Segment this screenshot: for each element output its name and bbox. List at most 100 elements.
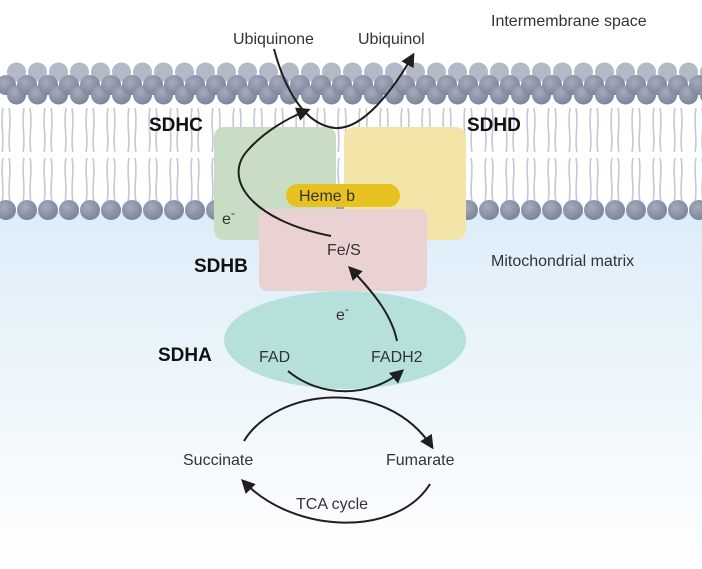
lipid-head <box>7 62 26 82</box>
lipid-tail <box>589 107 592 153</box>
lipid-head <box>668 200 688 220</box>
lipid-tail <box>596 157 599 203</box>
lipid-tail <box>190 107 193 153</box>
lipid-head <box>59 200 79 220</box>
lipid-head <box>563 200 583 220</box>
electron-charge: - <box>345 302 349 316</box>
fumarate-label: Fumarate <box>386 452 455 469</box>
ubiquinone-to-ubiquinol-arrow <box>273 48 415 130</box>
tca-cycle-arrow <box>241 478 431 524</box>
lipid-tail <box>526 157 529 203</box>
sdhc-label: SDHC <box>149 115 203 136</box>
lipid-tail <box>71 157 74 203</box>
lipid-head <box>0 200 16 220</box>
electron-transfer-fes-to-ubiquinone-arrow <box>237 107 332 237</box>
succinate-label: Succinate <box>183 452 253 469</box>
heme-b-label: Heme b <box>299 188 355 205</box>
lipid-tail <box>484 157 487 203</box>
lipid-tail <box>652 157 655 203</box>
lipid-head <box>91 62 110 82</box>
lipid-tail <box>470 157 473 203</box>
lipid-head <box>364 62 383 82</box>
lipid-head <box>112 62 131 82</box>
sdha-label: SDHA <box>158 345 212 366</box>
lipid-tail <box>169 157 172 203</box>
lipid-head <box>584 200 604 220</box>
lipid-tail <box>505 107 508 153</box>
fad-to-fadh2-arrow <box>287 369 405 393</box>
lipid-tail <box>638 157 641 203</box>
lipid-head <box>70 62 89 82</box>
lipid-head <box>626 200 646 220</box>
lipid-tail <box>526 107 529 153</box>
lipid-tail <box>22 107 25 153</box>
electron-transfer-fadh2-to-fes-arrow <box>348 265 398 342</box>
ubiquinone-label: Ubiquinone <box>233 31 314 48</box>
lipid-tail <box>85 157 88 203</box>
lipid-tail <box>680 157 683 203</box>
lipid-tail <box>610 157 613 203</box>
lipid-tail <box>8 107 11 153</box>
lipid-head <box>605 200 625 220</box>
lipid-head <box>196 62 215 82</box>
lipid-tail <box>148 157 151 203</box>
mitochondrial-matrix-label: Mitochondrial matrix <box>491 253 634 270</box>
lipid-head <box>280 62 299 82</box>
lipid-heads-upper-back <box>7 62 702 82</box>
tca-cycle-label: TCA cycle <box>296 496 368 513</box>
lipid-tail <box>680 107 683 153</box>
lipid-head <box>448 62 467 82</box>
lipid-tail <box>43 107 46 153</box>
lipid-tail <box>50 157 53 203</box>
lipid-head <box>122 200 142 220</box>
lipid-tail <box>694 107 697 153</box>
lipid-tail <box>113 157 116 203</box>
lipid-tail <box>176 107 179 153</box>
lipid-head <box>38 200 58 220</box>
lipid-tail <box>337 107 340 153</box>
electron-label-lower: e- <box>336 302 349 324</box>
sdhb-subunit <box>259 209 427 291</box>
lipid-tail <box>575 157 578 203</box>
lipid-head <box>479 200 499 220</box>
lipid-head <box>301 62 320 82</box>
lipid-tail <box>197 107 200 153</box>
lipid-head <box>689 75 702 95</box>
lipid-tail <box>505 157 508 203</box>
electron-label-upper: e- <box>222 206 235 228</box>
lipid-tail <box>29 157 32 203</box>
lipid-head <box>28 62 47 82</box>
lipid-head <box>647 200 667 220</box>
lipid-head <box>343 62 362 82</box>
lipid-tail <box>43 157 46 203</box>
lipid-tail <box>127 107 130 153</box>
electron-charge: - <box>231 206 235 220</box>
lipid-head <box>259 62 278 82</box>
lipid-head <box>17 200 37 220</box>
fadh2-label: FADH2 <box>371 349 423 366</box>
lipid-tail <box>610 107 613 153</box>
lipid-tail <box>148 107 151 153</box>
lipid-tail <box>596 107 599 153</box>
lipid-tail <box>589 157 592 203</box>
lipid-tail <box>673 157 676 203</box>
lipid-heads-upper <box>0 75 702 105</box>
heme-b-cofactor <box>286 184 400 207</box>
lipid-tail <box>211 157 214 203</box>
lipid-tail <box>533 107 536 153</box>
lipid-tail <box>64 107 67 153</box>
lipid-tail <box>169 107 172 153</box>
lipid-tail <box>134 107 137 153</box>
ubiquinol-label: Ubiquinol <box>358 31 425 48</box>
lipid-head <box>574 62 593 82</box>
lipid-head <box>427 62 446 82</box>
lipid-tail <box>568 157 571 203</box>
lipid-head <box>154 62 173 82</box>
lipid-tail <box>652 107 655 153</box>
intermembrane-space-label: Intermembrane space <box>491 13 647 30</box>
electron-symbol: e <box>222 211 231 228</box>
lipid-head <box>679 62 698 82</box>
lipid-head <box>500 200 520 220</box>
lipid-head <box>322 62 341 82</box>
